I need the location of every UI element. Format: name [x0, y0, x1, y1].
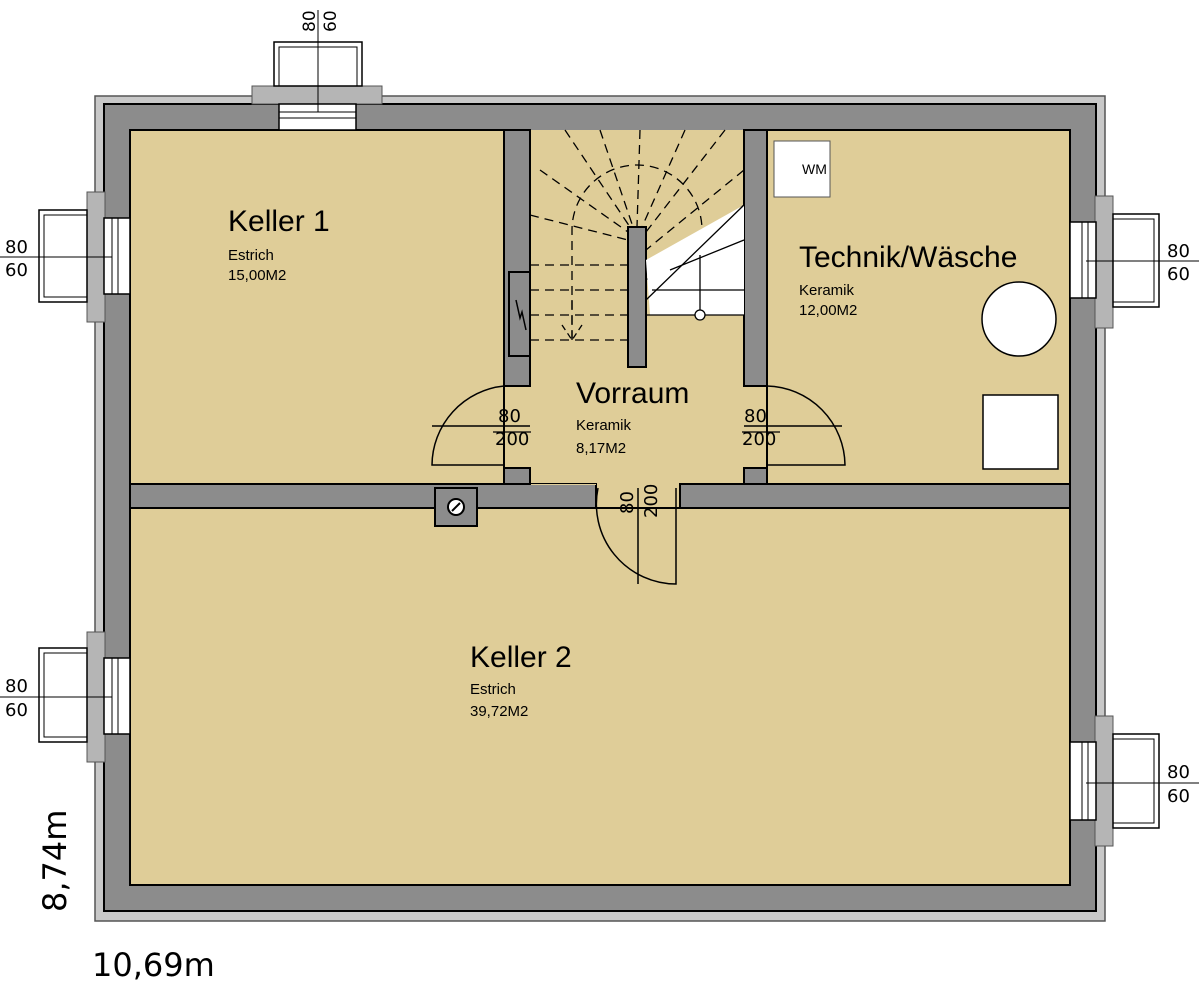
boiler-tank: [981, 281, 1057, 357]
door-keller2: [595, 487, 677, 585]
window-right-lower-height: 60: [1167, 786, 1190, 807]
window-top-height: 60: [321, 10, 341, 32]
lightwell-right-lower: [1112, 733, 1160, 829]
washing-machine-label: WM: [802, 161, 827, 177]
room-vorraum-area: 8,17M2: [576, 440, 626, 457]
room-technik-area: 12,00M2: [799, 302, 857, 319]
overall-height-label: 8,74m: [36, 810, 74, 912]
window-left-upper: [103, 217, 131, 295]
room-keller1-name: Keller 1: [228, 205, 330, 238]
room-technik-name: Technik/Wäsche: [799, 241, 1017, 274]
window-left-lower-height: 60: [5, 700, 28, 721]
door-keller2-height: 200: [641, 484, 662, 518]
room-vorraum-name: Vorraum: [576, 377, 689, 410]
window-left-upper-width: 80: [5, 237, 28, 258]
lightwell-left-lower: [38, 647, 88, 743]
window-right-lower: [1069, 741, 1097, 821]
room-keller2-floor-type: Estrich: [470, 681, 516, 698]
overall-width-label: 10,69m: [92, 946, 215, 981]
interior-wall-middle-right: [679, 483, 1071, 509]
interior-wall-middle-left: [129, 483, 597, 509]
door-technik-width: 80: [744, 406, 767, 427]
room-keller1-area: 15,00M2: [228, 267, 286, 284]
room-keller2-floor: [130, 508, 1070, 885]
heating-unit: [982, 394, 1059, 470]
window-left-lower: [103, 657, 131, 735]
lightwell-left-upper: [38, 209, 88, 303]
door-keller1: [431, 385, 505, 466]
room-keller1-floor-type: Estrich: [228, 247, 274, 264]
room-vorraum-floor-type: Keramik: [576, 417, 632, 434]
window-right-upper-width: 80: [1167, 241, 1190, 262]
room-keller1-floor: [130, 130, 504, 484]
door-technik: [766, 385, 846, 466]
door-keller1-height: 200: [495, 429, 529, 450]
window-left-lower-width: 80: [5, 676, 28, 697]
room-keller2-name: Keller 2: [470, 641, 572, 674]
stair-core: [627, 226, 647, 368]
window-left-upper-height: 60: [5, 260, 28, 281]
electric-symbol-icon: [515, 299, 527, 331]
door-technik-height: 200: [742, 429, 776, 450]
interior-wall-right: [743, 129, 768, 387]
window-top-width: 80: [300, 10, 320, 32]
room-keller2-area: 39,72M2: [470, 703, 528, 720]
window-right-upper: [1069, 221, 1097, 299]
door-keller2-width: 80: [617, 491, 638, 514]
door-keller1-width: 80: [498, 406, 521, 427]
washing-machine: [773, 140, 831, 198]
window-right-upper-height: 60: [1167, 264, 1190, 285]
window-right-lower-width: 80: [1167, 762, 1190, 783]
staircase: [529, 129, 745, 341]
room-technik-floor-type: Keramik: [799, 282, 855, 299]
